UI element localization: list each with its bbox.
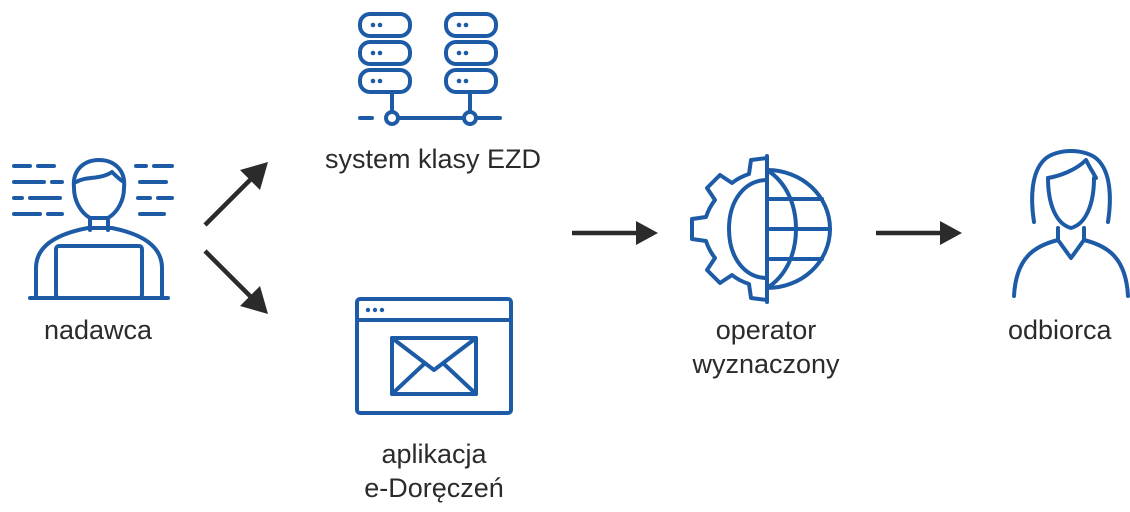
browser-envelope-icon bbox=[355, 297, 513, 415]
ezd-label: system klasy EZD bbox=[324, 144, 542, 174]
arrow-to-operator bbox=[572, 221, 658, 245]
operator-label-line1: operator bbox=[715, 315, 817, 345]
app-label-line1: aplikacja bbox=[381, 439, 487, 469]
sender-label: nadawca bbox=[43, 315, 153, 345]
app-label-line2: e-Doręczeń bbox=[364, 473, 504, 503]
gear-globe-icon bbox=[690, 154, 832, 304]
operator-label-line2: wyznaczony bbox=[692, 349, 840, 379]
server-rack-icon bbox=[358, 12, 502, 126]
person-at-laptop-icon bbox=[12, 158, 174, 300]
server-leds bbox=[370, 22, 469, 84]
arrow-sender-to-ezd bbox=[203, 162, 268, 227]
arrow-sender-to-app bbox=[203, 249, 268, 314]
recipient-label: odbiorca bbox=[1008, 315, 1112, 345]
arrow-to-recipient bbox=[876, 221, 962, 245]
woman-user-icon bbox=[1012, 149, 1130, 298]
browser-dots bbox=[365, 307, 385, 313]
